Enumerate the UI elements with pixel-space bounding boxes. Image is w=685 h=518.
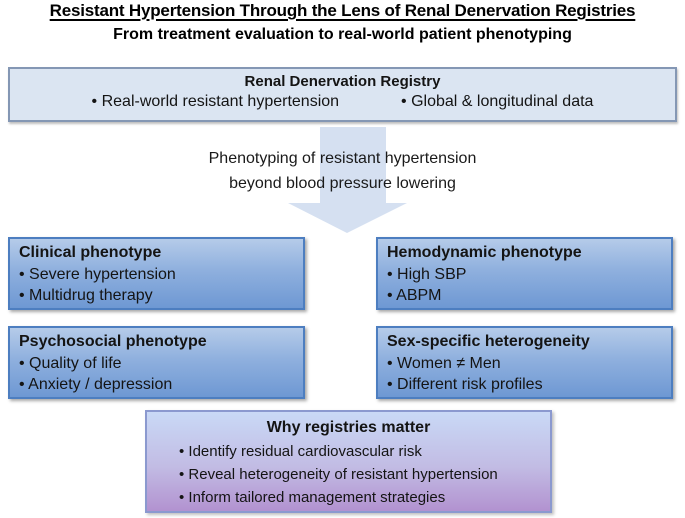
registry-bullet-global-data: • Global & longitudinal data	[401, 93, 594, 110]
phenotype-box-clinical: Clinical phenotype • Severe hypertension…	[8, 237, 305, 310]
page-subtitle: From treatment evaluation to real-world …	[113, 26, 572, 43]
registry-box-title: Renal Denervation Registry	[244, 73, 441, 90]
phenotype-box-psychosocial-bullet-1: • Quality of life	[19, 354, 122, 372]
registry-bullet-real-world: • Real-world resistant hypertension	[91, 93, 340, 110]
phenotype-box-sex-specific-title: Sex-specific heterogeneity	[387, 333, 590, 350]
phenotype-box-hemodynamic-title: Hemodynamic phenotype	[387, 244, 582, 261]
down-arrow-icon	[288, 127, 407, 233]
phenotype-box-psychosocial: Psychosocial phenotype • Quality of life…	[8, 326, 305, 399]
why-registries-matter-box: Why registries matter • Identify residua…	[145, 410, 552, 513]
why-box-bullet-3: • Inform tailored management strategies	[179, 489, 446, 506]
down-arrow-shape	[288, 127, 407, 233]
phenotype-box-clinical-bullet-2: • Multidrug therapy	[19, 287, 153, 304]
why-box-title: Why registries matter	[266, 419, 431, 436]
phenotype-box-sex-specific-bullet-1: • Women ≠ Men	[387, 354, 501, 372]
phenotype-box-hemodynamic-bullet-1: • High SBP	[387, 265, 467, 283]
phenotype-box-clinical-bullet-1: • Severe hypertension	[19, 265, 176, 283]
arrow-label-line2: beyond blood pressure lowering	[229, 175, 456, 192]
registry-box: Renal Denervation Registry • Real-world …	[8, 67, 677, 122]
phenotype-box-sex-specific: Sex-specific heterogeneity • Women ≠ Men…	[376, 326, 673, 399]
arrow-label-line1: Phenotyping of resistant hypertension	[208, 150, 477, 167]
phenotype-box-hemodynamic: Hemodynamic phenotype • High SBP • ABPM	[376, 237, 673, 310]
phenotype-box-sex-specific-bullet-2: • Different risk profiles	[387, 376, 543, 393]
phenotype-box-hemodynamic-bullet-2: • ABPM	[387, 287, 442, 304]
registry-box-bullets: • Real-world resistant hypertension • Gl…	[10, 93, 675, 111]
arrow-label: Phenotyping of resistant hypertension be…	[0, 146, 685, 196]
why-box-bullet-1: • Identify residual cardiovascular risk	[179, 443, 422, 460]
phenotype-box-psychosocial-title: Psychosocial phenotype	[19, 333, 207, 350]
phenotype-box-psychosocial-bullet-2: • Anxiety / depression	[19, 376, 173, 393]
why-box-bullet-2: • Reveal heterogeneity of resistant hype…	[179, 466, 498, 483]
page-title: Resistant Hypertension Through the Lens …	[49, 1, 636, 20]
phenotype-box-clinical-title: Clinical phenotype	[19, 244, 162, 261]
